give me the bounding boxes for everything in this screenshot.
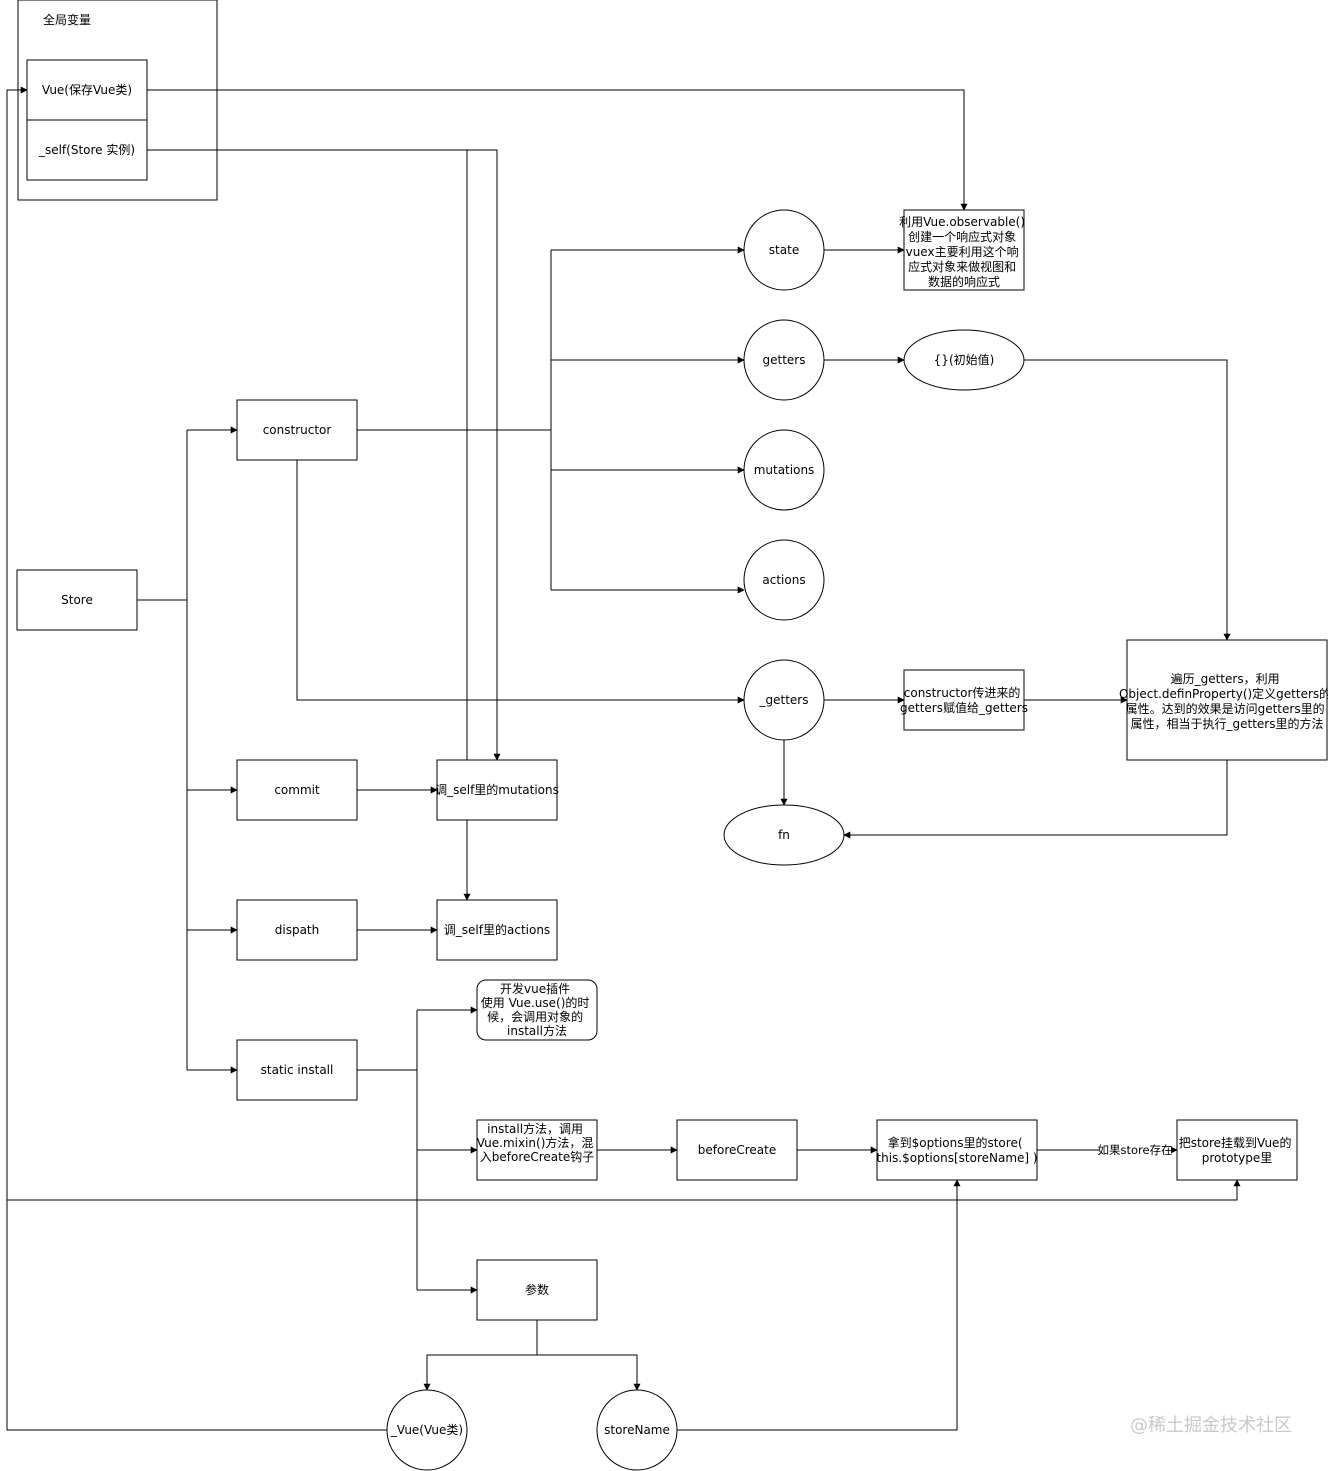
node-commit[interactable]: commit — [236, 759, 358, 821]
node-_getters[interactable]: _getters — [743, 659, 825, 741]
node-observable-note[interactable]: 利用Vue.observable() 创建一个响应式对象 vuex主要利用这个响… — [899, 209, 1029, 291]
edge-vue-to-observable — [147, 89, 968, 211]
svg-text:把store挂载到Vue的 prototype里: 把store挂载到Vue的 prototype里 — [1179, 1135, 1296, 1165]
mount-store-line-1: 把store挂载到Vue的 — [1179, 1135, 1292, 1150]
edge-storename-to-getstore — [677, 1179, 961, 1431]
node-state[interactable]: state — [743, 209, 825, 291]
observable-note-line-4: 应式对象来做视图和 — [908, 259, 1016, 274]
observable-note-line-3: vuex主要利用这个响 — [906, 244, 1019, 259]
edge-define-to-fn — [843, 760, 1228, 839]
node-static-install[interactable]: static install — [236, 1039, 358, 1101]
edge-vueglobal-to-mount — [7, 1179, 1241, 1201]
node-self-global[interactable]: _self(Store 实例) — [26, 119, 148, 181]
node-define-property[interactable]: 遍历_getters，利用 Object.definProperty()定义ge… — [1119, 639, 1328, 761]
node-dispath[interactable]: dispath — [236, 899, 358, 961]
svg-text:调_self里的mutations: 调_self里的mutations — [435, 782, 559, 797]
node-get-store[interactable]: 拿到$options里的store( this.$options[storeNa… — [876, 1119, 1038, 1181]
install-mixin-line-3: 入beforeCreate钩子 — [480, 1150, 595, 1164]
svg-text:如果store存在: 如果store存在 — [1097, 1143, 1172, 1157]
svg-text:拿到$options里的store( this.: 拿到$options里的store( this.$options[storeNa… — [876, 1135, 1037, 1165]
node-mutations[interactable]: mutations — [743, 429, 825, 511]
watermark: @稀土掘金技术社区 — [1130, 1415, 1292, 1436]
svg-text:state: state — [769, 243, 799, 257]
svg-text:constructor传进来的 getters赋: constructor传进来的 getters赋值给_getters — [900, 685, 1028, 715]
node-getters-assign[interactable]: constructor传进来的 getters赋值给_getters — [900, 669, 1028, 731]
plugin-note-line-1: 开发vue插件 — [500, 981, 570, 996]
edge-constructor-to-_getters — [296, 460, 745, 704]
get-store-line-2: this.$options[storeName] ) — [876, 1151, 1037, 1165]
svg-text:dispath: dispath — [275, 923, 319, 937]
plugin-note-line-2: 使用 Vue.use()的时 — [481, 995, 590, 1010]
define-property-line-2: Object.definProperty()定义getters的 — [1119, 686, 1328, 701]
node-initial-value[interactable]: {}(初始值) — [903, 329, 1025, 391]
svg-text:beforeCreate: beforeCreate — [698, 1143, 777, 1157]
plugin-note-line-3: 候，会调用对象的 — [487, 1009, 583, 1024]
plugin-note-line-4: install方法 — [507, 1023, 567, 1038]
svg-text:Store: Store — [61, 593, 93, 607]
node-vue-param[interactable]: _Vue(Vue类) — [386, 1389, 468, 1471]
edge-params-to-vue — [423, 1354, 537, 1391]
node-mount-store[interactable]: 把store挂载到Vue的 prototype里 — [1176, 1119, 1298, 1181]
edge-initial-to-define — [1024, 359, 1231, 641]
svg-text:调_self里的actions: 调_self里的actions — [444, 922, 550, 937]
svg-text:actions: actions — [762, 573, 805, 587]
svg-text:遍历_getters，利用 Object.def: 遍历_getters，利用 Object.definProperty()定义ge… — [1119, 672, 1328, 731]
edge-vueparam-to-vueglobal — [6, 86, 387, 1431]
svg-text:Vue(保存Vue类): Vue(保存Vue类) — [42, 83, 132, 97]
edges — [6, 86, 1241, 1431]
node-plugin-note[interactable]: 开发vue插件 使用 Vue.use()的时 候，会调用对象的 install方… — [476, 979, 598, 1041]
svg-text:constructor: constructor — [263, 423, 332, 437]
globals-title: 全局变量 — [43, 12, 91, 27]
globals-group: 全局变量 Vue(保存Vue类) _self(Store 实例) — [17, 0, 218, 201]
node-getters[interactable]: getters — [743, 319, 825, 401]
node-params[interactable]: 参数 — [476, 1259, 598, 1321]
svg-text:fn: fn — [778, 828, 790, 842]
install-mixin-line-1: install方法，调用 — [487, 1121, 583, 1136]
getters-assign-line-1: constructor传进来的 — [904, 685, 1021, 700]
node-beforecreate[interactable]: beforeCreate — [676, 1119, 798, 1181]
observable-note-line-5: 数据的响应式 — [928, 274, 1000, 289]
node-store[interactable]: Store — [16, 569, 138, 631]
install-mixin-line-2: Vue.mixin()方法，混 — [477, 1135, 594, 1150]
svg-text:_getters: _getters — [759, 693, 809, 707]
globals-frame — [17, 0, 218, 201]
edge-self-to-mutations — [147, 149, 501, 761]
define-property-line-4: 属性，相当于执行_getters里的方法 — [1131, 716, 1324, 731]
node-actions[interactable]: actions — [743, 539, 825, 621]
define-property-line-3: 属性。达到的效果是访问getters里的 — [1126, 701, 1325, 716]
define-property-line-1: 遍历_getters，利用 — [1171, 672, 1280, 686]
svg-text:利用Vue.observable() 创建一个响: 利用Vue.observable() 创建一个响应式对象 vuex主要利用这个响… — [899, 215, 1029, 289]
svg-text:参数: 参数 — [525, 1282, 549, 1297]
node-call-mutations[interactable]: 调_self里的mutations — [435, 759, 559, 821]
svg-text:_self(Store 实例): _self(Store 实例) — [38, 142, 135, 157]
svg-text:getters: getters — [763, 353, 806, 367]
node-vue-global[interactable]: Vue(保存Vue类) — [26, 59, 148, 121]
node-install-mixin[interactable]: install方法，调用 Vue.mixin()方法，混 入beforeCrea… — [476, 1119, 598, 1181]
svg-text:static install: static install — [261, 1063, 334, 1077]
observable-note-line-2: 创建一个响应式对象 — [908, 229, 1016, 244]
svg-text:install方法，调用 Vue.mixin(): install方法，调用 Vue.mixin()方法，混 入beforeCrea… — [477, 1121, 597, 1164]
node-constructor[interactable]: constructor — [236, 399, 358, 461]
mount-store-line-2: prototype里 — [1202, 1151, 1272, 1165]
edge-label-if-store-exists: 如果store存在 — [1097, 1142, 1173, 1158]
node-call-actions[interactable]: 调_self里的actions — [436, 899, 558, 961]
svg-text:commit: commit — [274, 783, 320, 797]
svg-text:mutations: mutations — [754, 463, 815, 477]
node-storename[interactable]: storeName — [596, 1389, 678, 1471]
svg-text:storeName: storeName — [604, 1423, 670, 1437]
node-fn[interactable]: fn — [723, 804, 845, 866]
svg-text:_Vue(Vue类): _Vue(Vue类) — [390, 1423, 463, 1437]
get-store-line-1: 拿到$options里的store( — [888, 1135, 1023, 1150]
edge-params-to-storename — [537, 1354, 641, 1391]
svg-text:{}(初始值): {}(初始值) — [934, 352, 995, 367]
svg-text:开发vue插件 使用 Vue.use()的时: 开发vue插件 使用 Vue.use()的时 候，会调用对象的 install方… — [481, 981, 593, 1038]
getters-assign-line-2: getters赋值给_getters — [900, 700, 1028, 715]
observable-note-line-1: 利用Vue.observable() — [899, 215, 1025, 229]
